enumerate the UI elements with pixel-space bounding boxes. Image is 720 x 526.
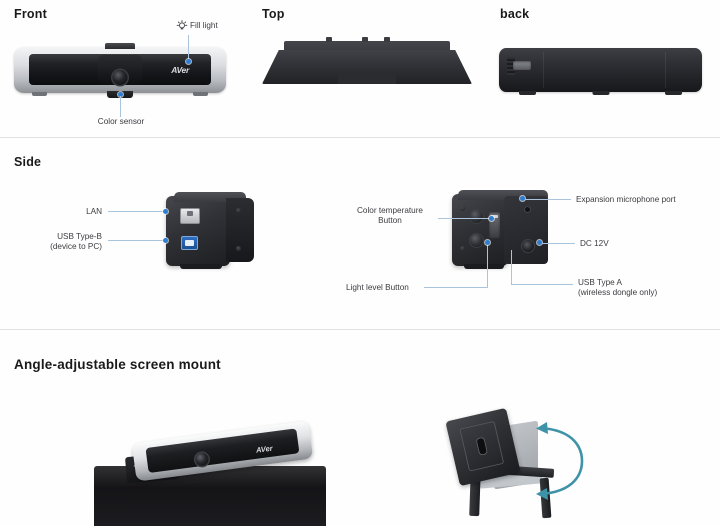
camera-lens-icon [112,70,128,85]
color-temperature-button[interactable] [470,210,483,223]
side-left-foot [180,264,222,269]
dot-color-sensor [118,92,123,97]
side-right-foot [464,264,504,269]
lightbulb-icon [176,20,188,30]
heading-angle-adjustable-screen-mount: Angle-adjustable screen mount [14,357,221,372]
side-right-top-face [458,190,548,200]
light-level-button[interactable] [470,234,483,247]
front-foot-right [193,92,208,96]
back-foot-left [519,91,536,95]
top-view-device [262,37,472,90]
tilt-mount-plate [459,420,505,472]
heading-top: Top [262,7,285,21]
leader-light-level-v [487,243,488,288]
dc-power-jack [522,240,534,252]
callout-usb-type-a: USB Type A (wireless dongle only) [578,278,658,298]
callout-light-level-button: Light level Button [346,283,409,292]
dot-dc-12v [537,240,542,245]
side-right-screw-1 [460,206,465,211]
side-left-screw-1 [236,208,241,213]
aver-logo-mounted: AVer [255,443,274,455]
dot-light-level-button [485,240,490,245]
tilt-mount-slot [475,436,489,457]
side-left-body [166,196,230,266]
mounted-camera-lens-icon [194,452,210,467]
front-face-panel: AVer [29,54,211,85]
callout-color-sensor: Color sensor [97,117,145,126]
callout-lan: LAN [86,207,102,216]
back-port [513,61,531,70]
lan-port [180,208,200,224]
leader-usb-type-b [108,240,164,241]
leader-fill-light [188,35,189,61]
back-view-device [499,48,702,95]
top-tab-3 [384,37,390,42]
front-view-device: AVer [14,43,226,98]
tilt-mount-body [445,407,521,487]
expansion-microphone-port [524,206,531,213]
leader-usb-type-a-v [511,250,512,284]
dot-expansion-microphone-port [520,196,525,201]
dot-usb-type-b [163,238,168,243]
dot-fill-light [186,59,191,64]
heading-back: back [500,7,530,21]
side-right-screw-2 [460,246,465,251]
rotation-arrow-icon [536,422,584,500]
callout-color-temperature-button: Color temperature Button [357,206,423,226]
heading-front: Front [14,7,47,21]
leader-color-sensor [120,96,121,117]
back-foot-right [665,91,682,95]
section-divider-1 [0,137,720,138]
side-left-screw-2 [236,246,241,251]
callout-usb-type-b: USB Type-B (device to PC) [50,232,102,252]
aver-logo-front: AVer [171,64,189,75]
callout-fill-light: Fill light [190,21,218,30]
top-tab-2 [362,37,368,42]
dot-color-temperature-button [489,216,494,221]
front-top-tab [105,43,135,49]
top-tab-1 [326,37,332,42]
leader-dc-12v [542,243,575,244]
back-vent-grill [507,57,515,75]
leader-color-temperature [438,218,490,219]
leader-usb-type-a-h [511,284,573,285]
callout-dc-12v: DC 12V [580,239,609,248]
side-view-left-device [166,192,256,270]
callout-expansion-microphone-port: Expansion microphone port [576,195,676,204]
back-body [499,48,702,92]
heading-side: Side [14,155,42,169]
leader-lan [108,211,164,212]
side-view-right-device [452,190,562,272]
leader-expansion-microphone [525,199,571,200]
back-seam-right [665,52,666,88]
back-seam-left [543,52,544,88]
leader-light-level-h [424,287,487,288]
front-foot-left [32,92,47,96]
side-left-top-face [174,192,246,202]
section-divider-2 [0,329,720,330]
back-foot-center [592,91,609,95]
usb-type-a-port [489,212,500,238]
dot-lan [163,209,168,214]
top-notch [338,73,396,84]
usb-type-b-port [181,236,198,250]
